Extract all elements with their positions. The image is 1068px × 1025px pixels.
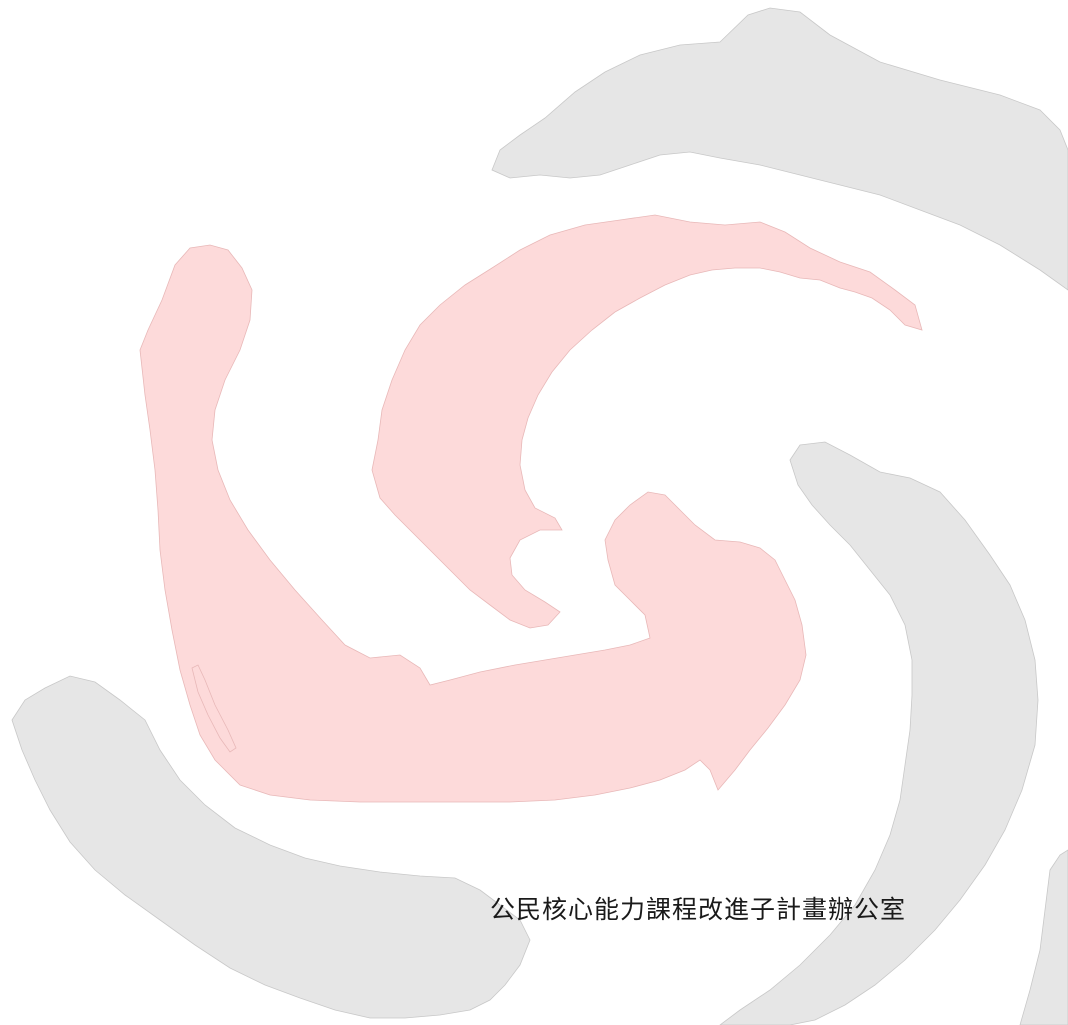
landmass-bottom-right-edge — [1019, 849, 1068, 1025]
highlighted-region-sliver — [191, 664, 237, 753]
landmass-bottom-left — [11, 675, 531, 1019]
map-caption: 公民核心能力課程改進子計畫辦公室 — [490, 895, 907, 924]
landmass-right — [719, 441, 1039, 1025]
landmass-top-right — [491, 7, 1068, 291]
highlighted-region — [139, 244, 807, 803]
highlighted-region-inner-arc — [371, 214, 923, 629]
